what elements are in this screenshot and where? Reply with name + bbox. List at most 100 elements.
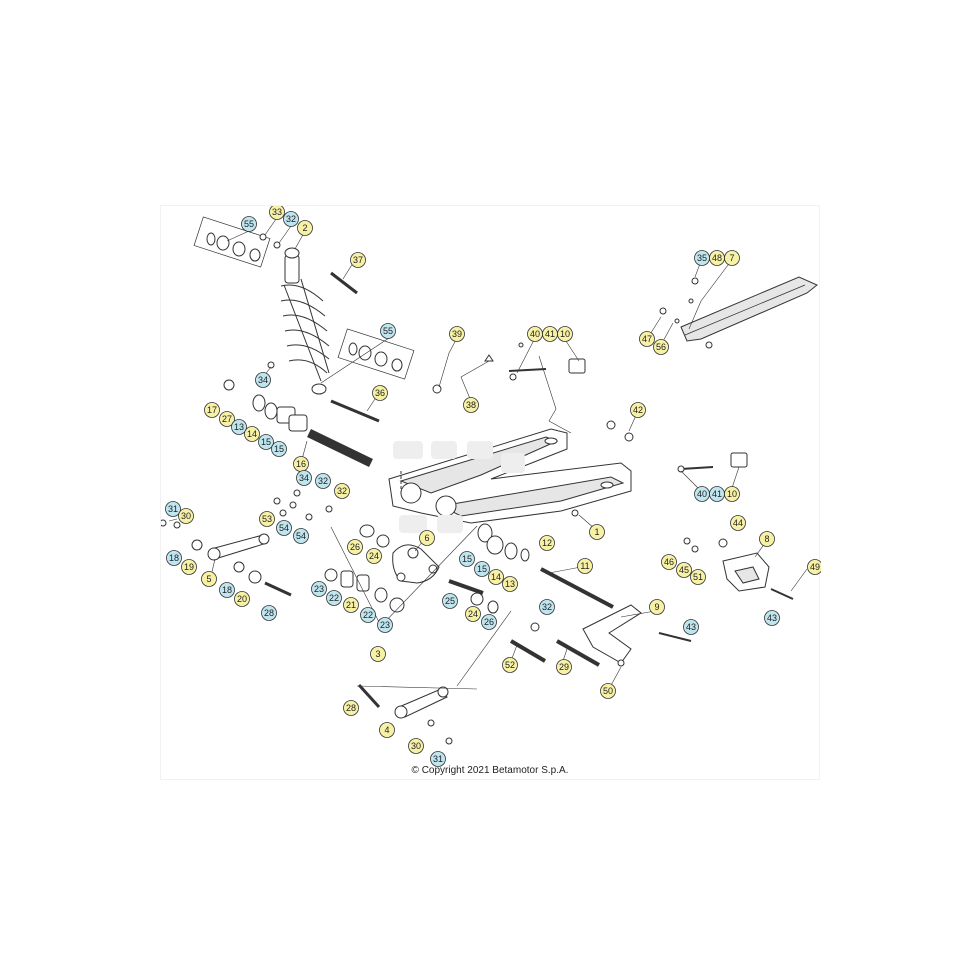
callout-number: 5 [206,574,211,584]
callout-15: 15 [474,561,490,577]
callout-number: 18 [169,553,179,563]
callout-number: 19 [184,562,194,572]
callout-46: 46 [661,554,677,570]
callout-number: 4 [384,725,389,735]
callout-32: 32 [315,473,331,489]
callout-22: 22 [326,590,342,606]
callout-circle [539,599,555,615]
callout-circle [334,483,350,499]
callout-13: 13 [502,576,518,592]
bolts [264,271,794,709]
callout-10: 10 [724,486,740,502]
connecting-rod-lower [394,686,449,719]
callout-23: 23 [311,581,327,597]
callout-number: 40 [530,329,540,339]
callout-number: 31 [433,754,443,764]
callout-circle [271,441,287,457]
callout-27: 27 [219,411,235,427]
callout-26: 26 [347,539,363,555]
callout-15: 15 [271,441,287,457]
callout-circle [234,591,250,607]
callout-number: 53 [262,514,272,524]
callout-47: 47 [639,331,655,347]
callout-15: 15 [459,551,475,567]
callout-number: 42 [633,405,643,415]
callout-number: 54 [279,523,289,533]
callout-43: 43 [683,619,699,635]
callout-number: 32 [542,602,552,612]
callout-3: 3 [370,646,386,662]
callout-number: 21 [346,600,356,610]
callout-50: 50 [600,683,616,699]
callout-circle [241,216,257,232]
callout-26: 26 [481,614,497,630]
callout-circle [759,531,775,547]
callout-circle [219,582,235,598]
callout-number: 23 [380,620,390,630]
callout-19: 19 [181,559,197,575]
callout-1: 1 [589,524,605,540]
callout-number: 28 [346,703,356,713]
callout-circle [502,576,518,592]
callout-number: 41 [545,329,555,339]
callout-number: 43 [686,622,696,632]
callout-number: 22 [363,610,373,620]
callout-42: 42 [630,402,646,418]
watermark-art [393,441,525,533]
callout-number: 32 [318,476,328,486]
callout-32: 32 [334,483,350,499]
callout-circle [315,473,331,489]
callout-30: 30 [178,508,194,524]
callout-41: 41 [709,486,725,502]
callout-21: 21 [343,597,359,613]
callout-28: 28 [261,605,277,621]
callout-55: 55 [380,323,396,339]
leader-lines [168,218,808,690]
callout-number: 20 [237,594,247,604]
callout-32: 32 [539,599,555,615]
callout-circle [502,657,518,673]
callout-circle [181,559,197,575]
callout-51: 51 [690,569,706,585]
callout-number: 14 [247,429,257,439]
callout-number: 50 [603,686,613,696]
callout-43: 43 [764,610,780,626]
callout-number: 17 [207,405,217,415]
callout-circle [379,722,395,738]
callout-circle [377,617,393,633]
callout-circle [231,419,247,435]
callout-44: 44 [730,515,746,531]
callout-number: 1 [594,527,599,537]
callout-35: 35 [694,250,710,266]
callout-circle [557,326,573,342]
callout-circle [676,562,692,578]
callout-circle [372,385,388,401]
callout-number: 32 [286,214,296,224]
callout-circle [255,372,271,388]
callout-circle [326,590,342,606]
callout-number: 23 [314,584,324,594]
callout-circle [630,402,646,418]
callout-number: 55 [383,326,393,336]
callout-circle [639,331,655,347]
callout-circle [343,700,359,716]
callout-number: 45 [679,565,689,575]
callout-circle [370,646,386,662]
callout-circle [219,411,235,427]
callout-circle [449,326,465,342]
callout-circle [259,511,275,527]
callout-number: 8 [764,534,769,544]
callout-circle [283,211,299,227]
callout-number: 51 [693,572,703,582]
callout-24: 24 [465,606,481,622]
callout-circle [261,605,277,621]
callout-30: 30 [408,738,424,754]
callout-18: 18 [166,550,182,566]
callout-24: 24 [366,548,382,564]
callout-number: 55 [244,219,254,229]
callout-circle [408,738,424,754]
callout-14: 14 [488,569,504,585]
callout-circle [360,607,376,623]
callout-number: 24 [369,551,379,561]
callout-circle [366,548,382,564]
